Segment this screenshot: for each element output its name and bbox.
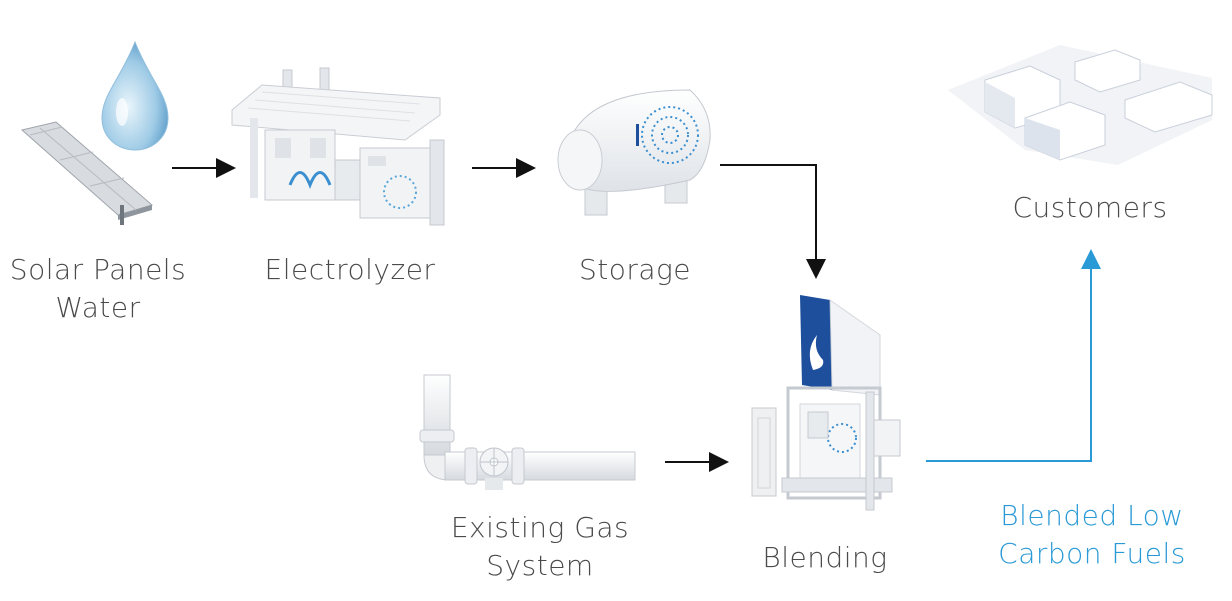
customers-label: Customers <box>1012 191 1168 224</box>
system-text: System <box>486 549 594 582</box>
customers-city-icon <box>948 45 1213 165</box>
solar-water-label: Solar Panels Water <box>0 251 196 327</box>
water-drop-icon <box>101 40 169 151</box>
carbon-fuels-text: Carbon Fuels <box>998 537 1186 570</box>
electrolyzer-label: Electrolyzer <box>264 253 436 286</box>
blending-label: Blending <box>762 541 888 574</box>
arrow-blending-to-customers <box>926 249 1101 462</box>
gas-pipe-icon <box>419 374 636 490</box>
storage-tank-icon <box>557 89 711 216</box>
blending-unit-icon <box>751 295 901 511</box>
solar-panel-icon <box>20 121 154 225</box>
electrolyzer-icon <box>231 67 445 226</box>
blended-low-text: Blended Low <box>1000 499 1184 532</box>
existing-gas-label: Existing Gas System <box>430 509 650 585</box>
arrow-storage-to-blending <box>720 164 826 279</box>
existing-gas-text: Existing Gas <box>450 511 630 544</box>
storage-label: Storage <box>578 253 692 286</box>
water-text: Water <box>55 291 141 324</box>
solar-panels-text: Solar Panels <box>9 253 187 286</box>
blended-fuels-label: Blended Low Carbon Fuels <box>980 497 1204 573</box>
